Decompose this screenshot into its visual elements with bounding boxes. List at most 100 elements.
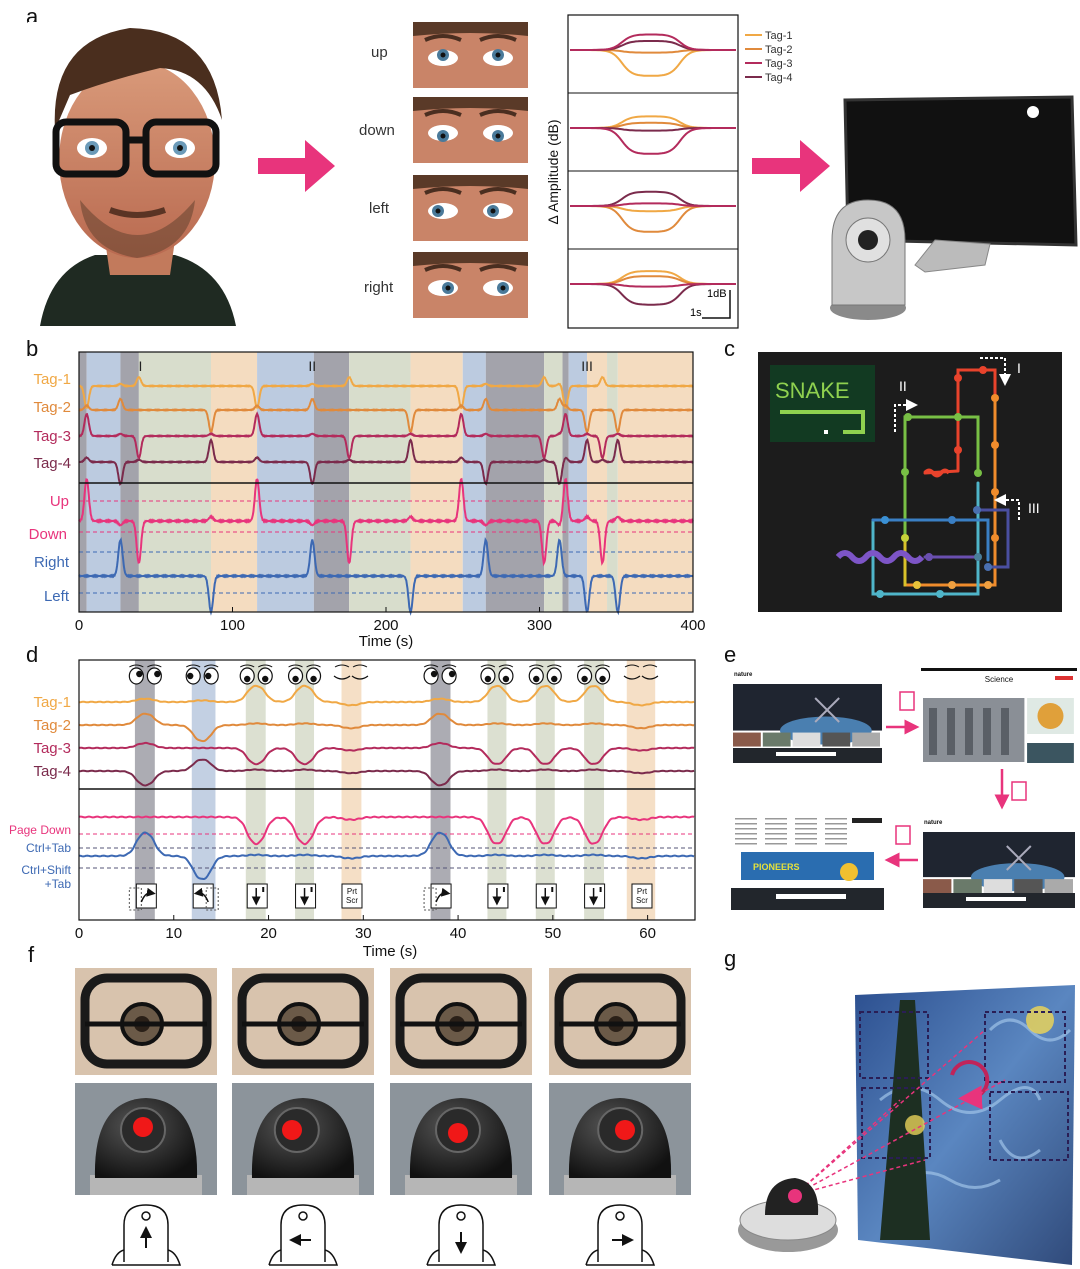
pupil	[445, 285, 451, 291]
scale-s-label: 1s	[690, 307, 702, 319]
panel-label-b: b	[26, 336, 38, 361]
eye-image-right	[413, 252, 528, 318]
eye-icon-page-down	[287, 664, 322, 685]
x-tick-label: 50	[545, 925, 562, 942]
footer-link	[765, 838, 787, 840]
trace-tag2	[78, 397, 693, 435]
glasses-closeup-photo	[232, 968, 374, 1075]
path-node	[974, 469, 982, 477]
x-tick-label: 30	[355, 925, 372, 942]
key-box	[341, 883, 363, 909]
shade-blue	[86, 352, 121, 612]
path-node	[901, 534, 909, 542]
eyebrow	[185, 664, 201, 668]
pupil	[490, 208, 496, 214]
thumbnail	[983, 879, 1013, 894]
footer-link	[825, 823, 847, 825]
thumbnail	[792, 732, 821, 747]
shade-blue	[462, 352, 486, 612]
legend-label-tag4: Tag-4	[765, 72, 793, 84]
panel-label-d: d	[26, 642, 38, 667]
snake-marker-2: II	[899, 378, 907, 394]
thumbnail	[923, 879, 952, 894]
tab-outline	[128, 887, 142, 911]
b-label-left: Left	[44, 588, 70, 605]
eyebrow	[498, 664, 514, 668]
trace-down-tag3	[570, 127, 736, 155]
eyebrow	[306, 664, 321, 668]
eyebrow	[479, 34, 517, 42]
trace-tab	[78, 831, 695, 880]
thumbnail	[1014, 879, 1043, 894]
x-tick-label: 0	[75, 925, 83, 942]
camera-base	[564, 1175, 676, 1195]
d-label-tag4: Tag-4	[33, 763, 71, 780]
eyebrow	[595, 664, 610, 668]
satellite-image	[1006, 845, 1032, 871]
footer-link	[765, 823, 787, 825]
subscribe-button	[1055, 676, 1073, 680]
key-label-prt: Prt	[347, 887, 358, 896]
b-label-down: Down	[29, 526, 67, 543]
legend-label-tag2: Tag-2	[765, 44, 793, 56]
pupil	[484, 675, 492, 683]
footer-link	[795, 818, 817, 820]
camera-dome-photo	[75, 1083, 217, 1195]
glasses-closeup-photo	[390, 968, 532, 1075]
key-label-scr: Scr	[636, 896, 648, 905]
site-logo-nature: nature	[734, 672, 753, 678]
shade-green	[245, 660, 266, 920]
panel-d-threshold-lines	[79, 833, 695, 869]
x-tick-label: 400	[680, 617, 705, 634]
panel-label-f: f	[28, 942, 35, 967]
building-column	[1001, 708, 1009, 755]
camera-base	[90, 1175, 202, 1195]
d-label-plus-tab: +Tab	[45, 877, 72, 891]
page-down-icon	[895, 825, 911, 845]
footer-link	[825, 843, 847, 845]
b-label-tag2: Tag-2	[33, 399, 71, 416]
footer-link	[735, 833, 757, 835]
tab-forward-arrow-icon	[435, 887, 451, 903]
eyebrow	[479, 187, 517, 195]
device-base	[111, 1249, 182, 1266]
hair	[413, 175, 528, 189]
hair	[413, 252, 528, 266]
closed-eye	[351, 675, 369, 680]
trace-left-tag3	[570, 202, 736, 207]
pupil	[430, 670, 438, 678]
footer-link	[795, 838, 817, 840]
snake-marker-1: I	[1017, 360, 1021, 376]
scale-db-label: 1dB	[707, 288, 727, 300]
screenshot-science-home: Science	[921, 668, 1077, 765]
key-icon-page-down	[295, 883, 317, 909]
eye-icon-prt-scr	[333, 664, 369, 680]
closed-eye	[641, 675, 659, 680]
shade-gray	[485, 352, 545, 612]
footer-link	[795, 843, 817, 845]
shade-green	[535, 660, 555, 920]
panel-b-traces	[78, 375, 694, 616]
eyebrow	[334, 664, 350, 668]
eyebrow	[129, 664, 144, 668]
footer-link	[735, 823, 757, 825]
glasses-closeup-photo	[75, 968, 217, 1075]
camera-dome-photo	[549, 1083, 691, 1195]
panel-d-eye-icons	[128, 664, 659, 685]
shade-orange	[587, 352, 608, 612]
eye-direction-images	[413, 22, 528, 318]
scrollbar-icon	[599, 887, 602, 892]
pupil	[581, 675, 588, 683]
glasses-frame	[554, 973, 686, 1069]
tab-back-icon	[1011, 781, 1027, 801]
path-node	[881, 516, 889, 524]
monitor-image	[843, 95, 1078, 273]
eyebrow	[352, 664, 368, 668]
glasses-icon	[52, 118, 220, 178]
shade-green	[349, 352, 411, 612]
trace-tag4	[78, 437, 694, 486]
pupil	[500, 285, 506, 291]
trace-page-down	[78, 815, 695, 846]
snake-marker-3: III	[1028, 500, 1040, 516]
